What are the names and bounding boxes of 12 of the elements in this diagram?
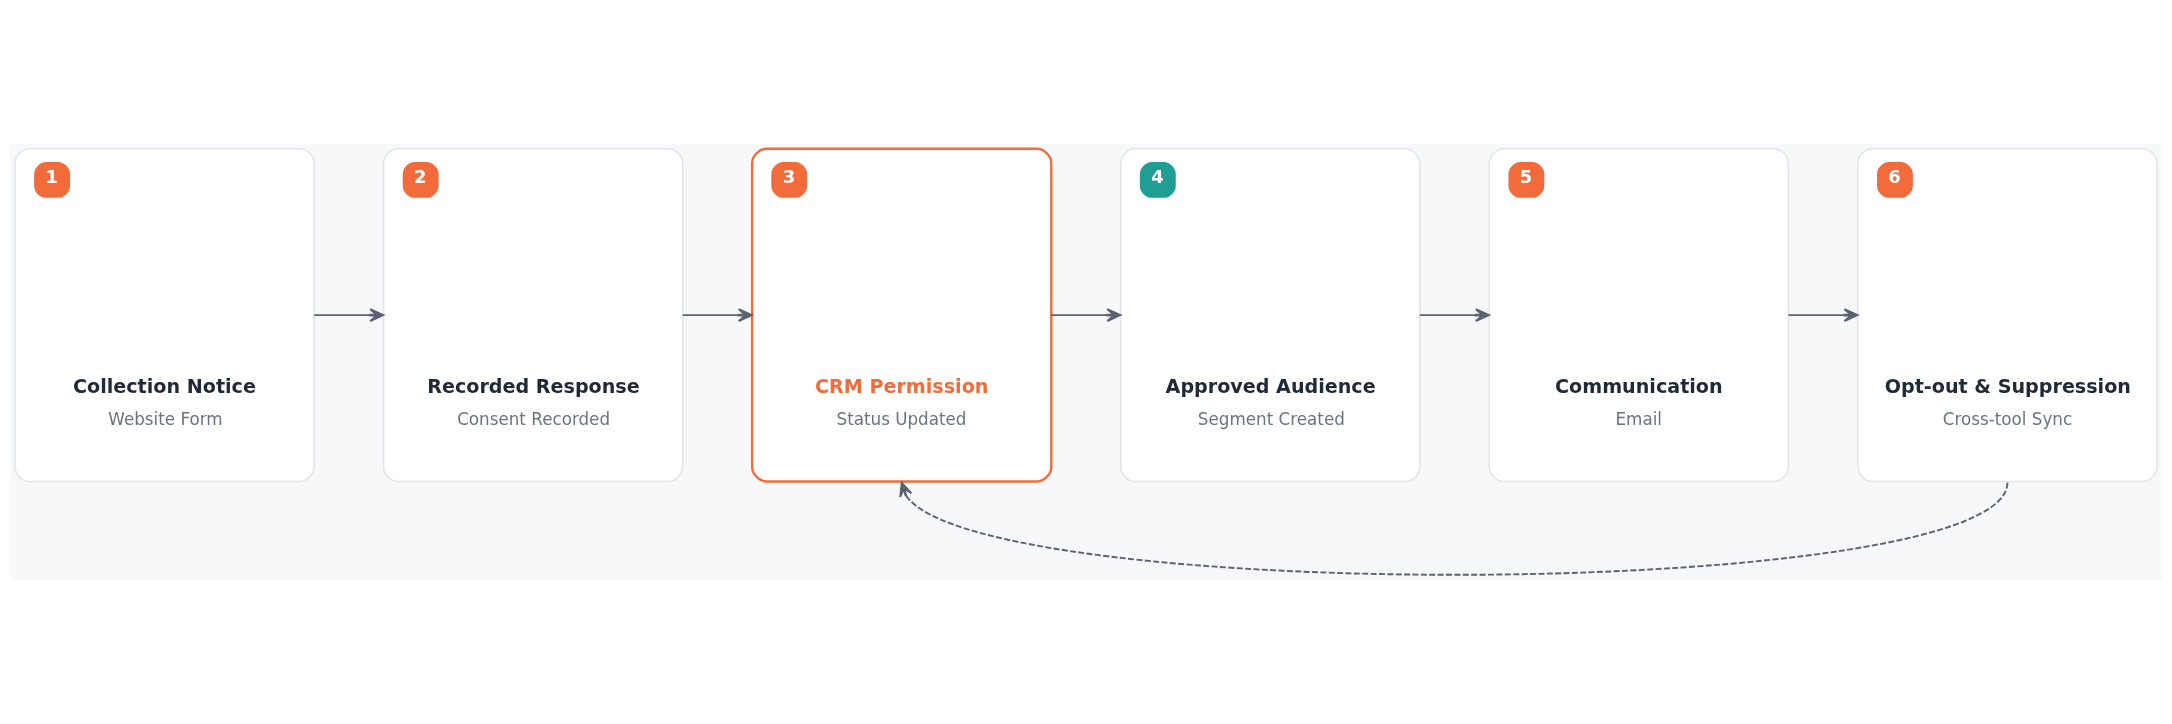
arrow [1787, 308, 1859, 322]
node-box: 1 Collection Notice Website Form [14, 148, 315, 483]
arrow [1418, 308, 1490, 322]
node-box: 4 Approved Audience Segment Created [1119, 148, 1421, 483]
arrow [681, 308, 753, 322]
node-box: 5 Communication Email [1488, 148, 1790, 483]
node-box: 2 Recorded Response Consent Recorded [382, 148, 684, 483]
arrow [1050, 308, 1122, 322]
arrow [899, 481, 2009, 576]
arrow [313, 308, 385, 322]
node-box: 3 CRM Permission Status Updated [750, 147, 1053, 483]
node-box: 6 Opt-out & Suppression Cross-tool Sync [1857, 148, 2158, 483]
